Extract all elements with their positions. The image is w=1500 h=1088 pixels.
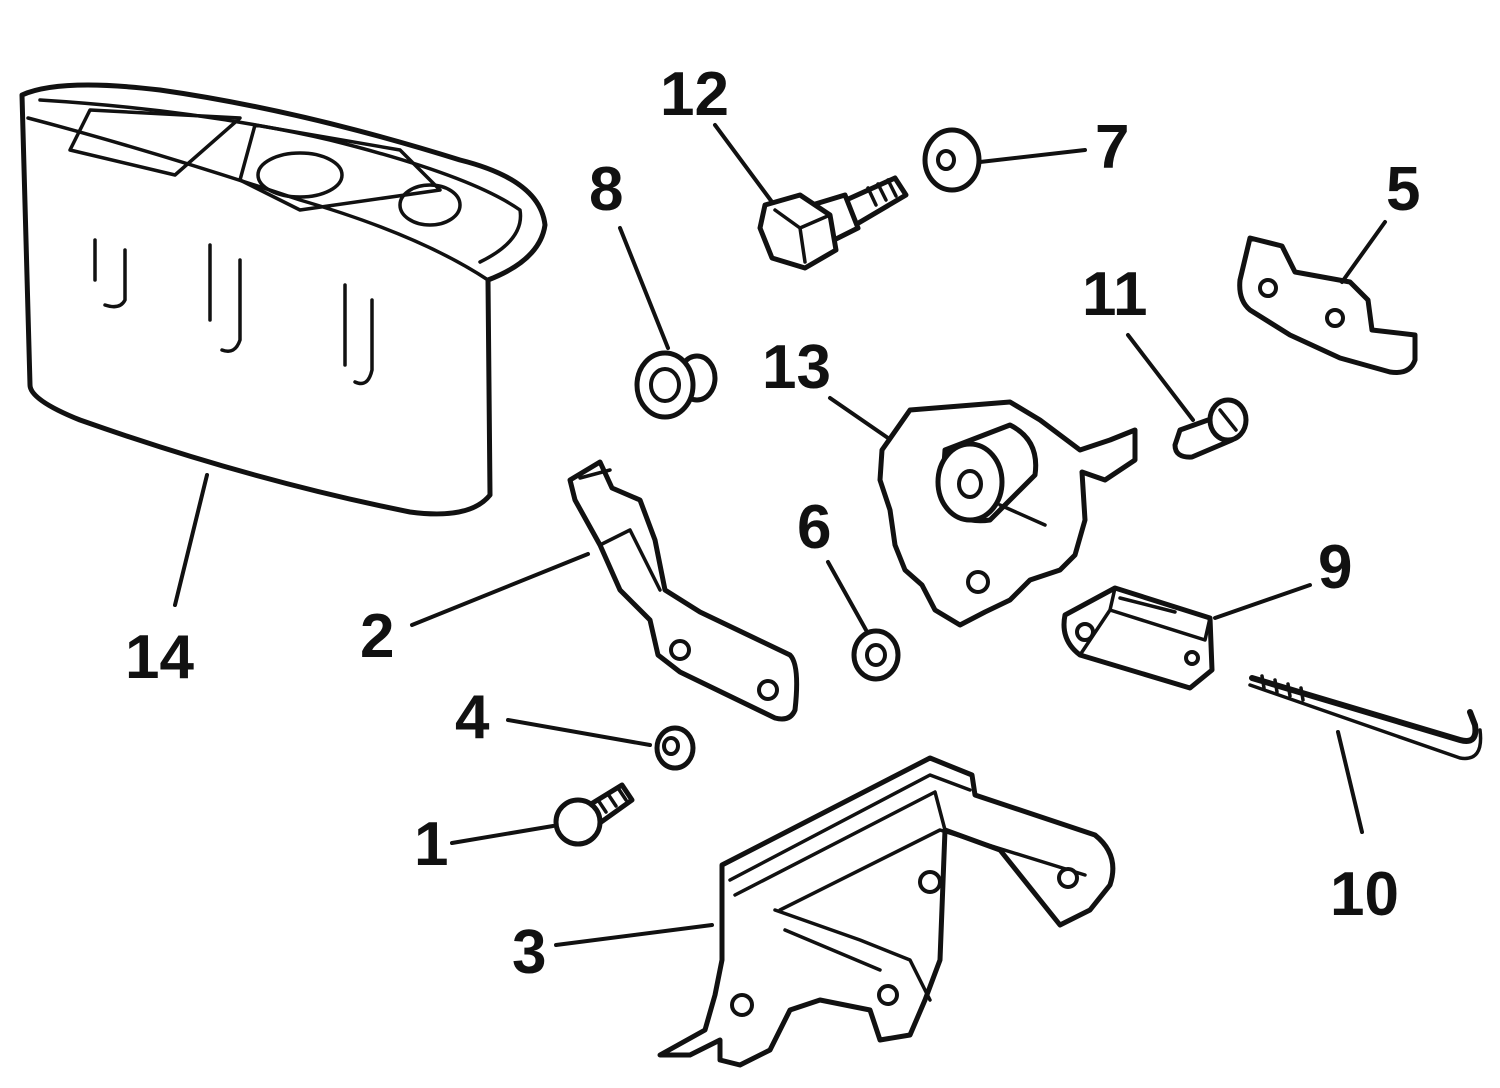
part-8-grommet (634, 350, 718, 420)
part-6-washer (851, 628, 901, 682)
part-12-shoulder-bolt (757, 175, 909, 271)
leader-7 (978, 148, 1087, 164)
callout-12: 12 (660, 60, 729, 129)
part-7-washer (922, 127, 982, 193)
callout-6: 6 (797, 493, 831, 562)
leader-8 (618, 226, 670, 350)
part-10-link-rod (1248, 674, 1483, 761)
leader-14 (173, 473, 209, 607)
callout-8: 8 (589, 155, 623, 224)
callout-9: 9 (1318, 533, 1352, 602)
callout-3: 3 (512, 918, 546, 987)
callout-1: 1 (414, 810, 448, 879)
callout-7: 7 (1095, 113, 1129, 182)
leader-10 (1336, 730, 1364, 834)
leader-9 (1213, 583, 1312, 620)
part-11-screw (1172, 397, 1249, 460)
leader-2 (410, 552, 590, 627)
leader-3 (554, 923, 714, 947)
leader-11 (1126, 333, 1195, 422)
callout-14: 14 (125, 623, 194, 692)
part-4-washer (654, 725, 696, 771)
callout-4: 4 (455, 683, 490, 752)
leader-5 (1340, 220, 1387, 284)
part-2-bracket (567, 459, 800, 722)
leader-1 (450, 824, 555, 845)
leader-4 (506, 718, 652, 747)
callout-13: 13 (762, 333, 831, 402)
part-13-cam-plate (877, 399, 1138, 628)
callout-2: 2 (360, 602, 394, 671)
part-3-mounting-bracket (657, 755, 1116, 1068)
callout-labels: 1 2 3 4 5 6 7 8 9 10 11 12 13 14 (125, 60, 1420, 987)
callout-11: 11 (1082, 260, 1148, 329)
leader-lines (173, 123, 1387, 947)
callout-5: 5 (1386, 155, 1420, 224)
part-14-housing (19, 82, 548, 517)
part-5-bracket (1237, 235, 1418, 375)
leader-12 (713, 123, 774, 204)
part-1-screw (553, 782, 635, 847)
part-9-connector-block (1061, 585, 1215, 691)
callout-10: 10 (1330, 860, 1399, 929)
leader-13 (828, 396, 890, 440)
leader-6 (826, 560, 868, 632)
